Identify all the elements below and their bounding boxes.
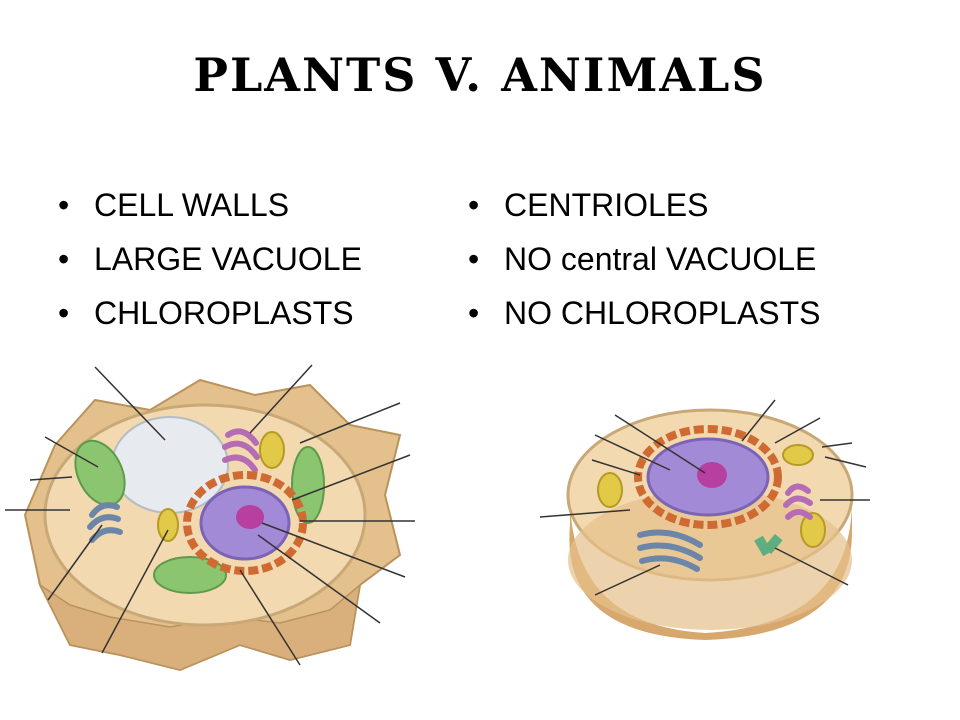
animals-list-item: • NO CHLOROPLASTS [468, 286, 821, 340]
chloroplast [291, 446, 325, 524]
chloroplast [153, 556, 227, 594]
mitochondrion [597, 472, 623, 508]
mitochondrion [157, 508, 179, 542]
cell-wall-side [38, 582, 362, 671]
slide-title: Plants v. Animals [193, 48, 767, 102]
nucleolus [697, 462, 727, 488]
cytoplasm-side [568, 490, 852, 630]
plants-list-item: • CHLOROPLASTS [58, 286, 362, 340]
animals-item-label: NO CHLOROPLASTS [504, 295, 821, 331]
plants-item-label: LARGE VACUOLE [94, 241, 362, 277]
animal-cell-diagram [539, 399, 870, 640]
golgi-apparatus-2 [87, 502, 123, 543]
label-lines [539, 399, 870, 596]
animals-list-item: • NO central VACUOLE [468, 232, 821, 286]
plants-item-label: CHLOROPLASTS [94, 295, 354, 331]
bullet-icon: • [468, 295, 480, 331]
plants-list: • CELL WALLS • LARGE VACUOLE • CHLOROPLASTS [58, 178, 362, 340]
animals-list: • CENTRIOLES • NO central VACUOLE • NO CHLO… [468, 178, 821, 340]
plants-item-label: CELL WALLS [94, 187, 290, 223]
bullet-icon: • [58, 187, 70, 223]
plants-list-item: • LARGE VACUOLE [58, 232, 362, 286]
bullet-icon: • [468, 187, 480, 223]
bullet-icon: • [58, 295, 70, 331]
golgi-apparatus-2 [637, 529, 703, 572]
label-lines [5, 364, 415, 666]
bullet-icon: • [468, 241, 480, 277]
golgi-apparatus [222, 428, 260, 473]
animals-item-label: CENTRIOLES [504, 187, 709, 223]
endoplasmic-reticulum [634, 425, 782, 529]
animals-list-item: • CENTRIOLES [468, 178, 821, 232]
centrioles [754, 533, 783, 557]
mitochondrion [782, 444, 814, 466]
endoplasmic-reticulum [183, 471, 307, 575]
nucleolus [236, 505, 264, 529]
animals-item-label: NO central VACUOLE [504, 241, 817, 277]
bullet-icon: • [58, 241, 70, 277]
mitochondrion [259, 431, 285, 469]
mitochondrion [800, 512, 826, 548]
plant-cell-diagram [5, 364, 415, 672]
plants-list-item: • CELL WALLS [58, 178, 362, 232]
golgi-apparatus [783, 483, 813, 520]
